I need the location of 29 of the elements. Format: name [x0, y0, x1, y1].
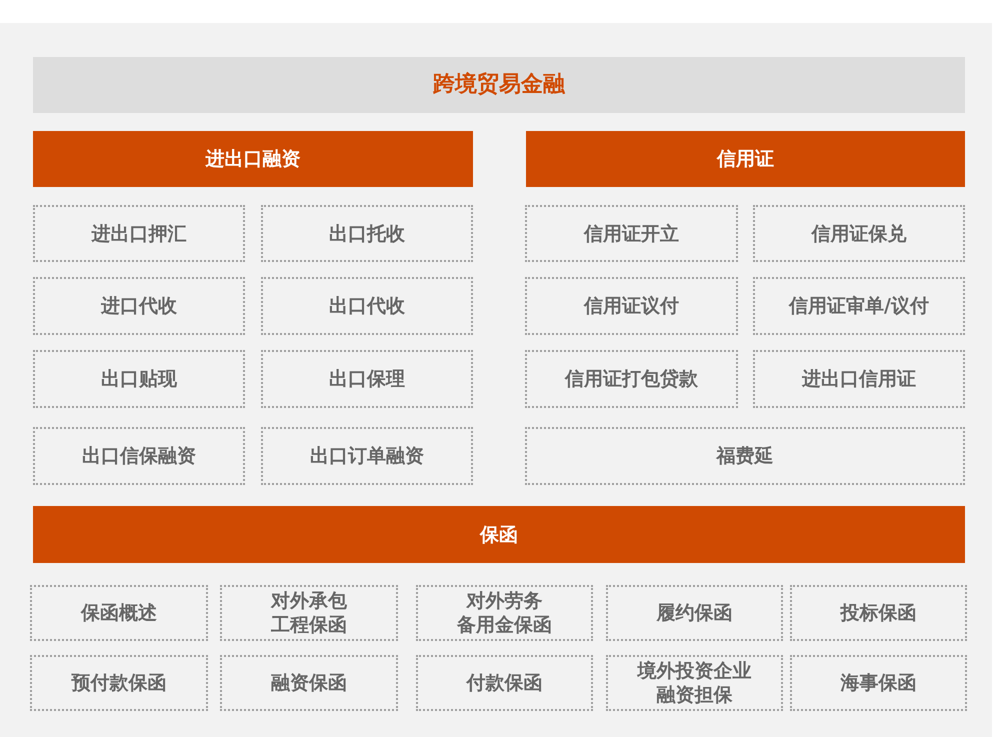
service-box: 信用证保兑	[753, 205, 965, 262]
service-box: 投标保函	[790, 585, 967, 641]
service-box: 进口代收	[33, 277, 245, 335]
service-box: 出口代收	[261, 277, 473, 335]
title-banner: 跨境贸易金融	[33, 57, 965, 113]
service-box: 进出口押汇	[33, 205, 245, 262]
service-box: 信用证审单/议付	[753, 277, 965, 335]
service-box: 福费延	[525, 427, 965, 485]
service-box: 出口保理	[261, 350, 473, 408]
service-box: 出口托收	[261, 205, 473, 262]
service-box: 出口信保融资	[33, 427, 245, 485]
service-box: 对外劳务备用金保函	[416, 585, 593, 641]
section-header-bar: 进出口融资	[33, 131, 473, 187]
service-box: 出口订单融资	[261, 427, 473, 485]
service-box: 海事保函	[790, 655, 967, 711]
service-box: 进出口信用证	[753, 350, 965, 408]
service-box: 信用证打包贷款	[525, 350, 738, 408]
service-box: 预付款保函	[30, 655, 208, 711]
service-box: 信用证开立	[525, 205, 738, 262]
service-box: 保函概述	[30, 585, 208, 641]
service-box: 履约保函	[606, 585, 783, 641]
service-box: 付款保函	[416, 655, 593, 711]
service-box: 信用证议付	[525, 277, 738, 335]
service-box: 对外承包工程保函	[220, 585, 398, 641]
service-box: 出口贴现	[33, 350, 245, 408]
service-box: 融资保函	[220, 655, 398, 711]
section-header-bar: 保函	[33, 506, 965, 563]
section-header-bar: 信用证	[526, 131, 965, 187]
service-box: 境外投资企业融资担保	[606, 655, 783, 711]
